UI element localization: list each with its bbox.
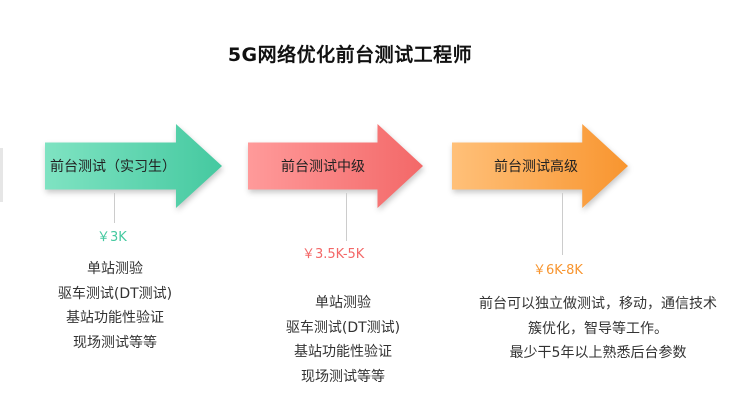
edge-divider bbox=[0, 148, 3, 202]
salary-label: ￥3K bbox=[97, 230, 127, 245]
connector-line bbox=[346, 193, 347, 241]
description-line: 单站测验 bbox=[87, 261, 143, 277]
description-line: 基站功能性验证 bbox=[294, 344, 392, 360]
stage-arrow-intern: 前台测试（实习生） bbox=[45, 124, 222, 208]
stage-label: 前台测试高级 bbox=[494, 159, 578, 175]
page-title: 5G网络优化前台测试工程师 bbox=[227, 44, 473, 66]
stage-arrow-intermediate: 前台测试中级 bbox=[248, 124, 423, 208]
connector-line bbox=[562, 193, 563, 255]
description-line: 前台可以独立做测试，移动，通信技术 bbox=[479, 296, 717, 312]
stage-arrow-senior: 前台测试高级 bbox=[452, 124, 628, 208]
stage-description: 单站测验 驱车测试(DT测试) 基站功能性验证 现场测试等等 bbox=[30, 257, 200, 355]
description-line: 现场测试等等 bbox=[301, 368, 385, 385]
description-line: 驱车测试(DT测试) bbox=[57, 285, 173, 302]
description-line: 最少干5年以上熟悉后台参数 bbox=[509, 345, 687, 361]
stage-description: 单站测验 驱车测试(DT测试) 基站功能性验证 现场测试等等 bbox=[258, 291, 428, 389]
description-line: 簇优化，智导等工作。 bbox=[528, 320, 668, 337]
salary-label: ￥3.5K-5K bbox=[302, 247, 365, 262]
salary-label: ￥6K-8K bbox=[533, 263, 583, 278]
description-line: 驱车测试(DT测试) bbox=[285, 319, 401, 336]
description-line: 现场测试等等 bbox=[73, 334, 157, 351]
stage-label: 前台测试中级 bbox=[281, 159, 365, 175]
stage-label: 前台测试（实习生） bbox=[50, 159, 176, 175]
stage-description: 前台可以独立做测试，移动，通信技术 簇优化，智导等工作。 最少干5年以上熟悉后台… bbox=[448, 292, 748, 366]
description-line: 单站测验 bbox=[315, 295, 371, 311]
description-line: 基站功能性验证 bbox=[66, 310, 164, 326]
connector-line bbox=[114, 193, 115, 223]
